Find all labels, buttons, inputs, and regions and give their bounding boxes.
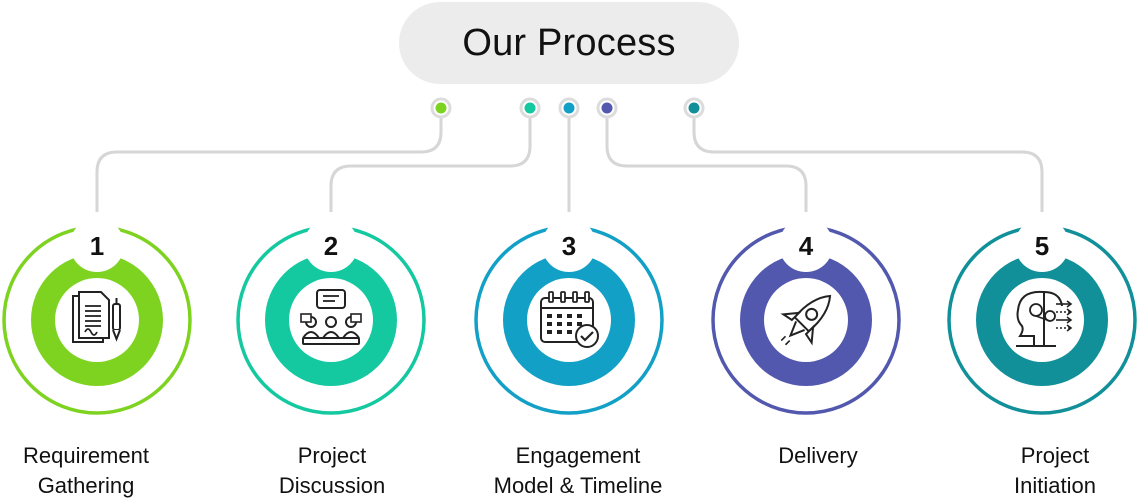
step-1-number-badge — [70, 218, 124, 272]
step-1-label-line-2: Gathering — [37, 473, 135, 498]
step-2-circle: 2 — [236, 218, 426, 415]
step-3-number: 3 — [562, 231, 576, 261]
step-3-label: Engagement Model & Timeline — [458, 441, 698, 501]
step-1-label: Requirement Gathering — [0, 441, 206, 501]
step-2-number: 2 — [324, 231, 338, 261]
calendar-check-icon — [540, 291, 599, 348]
step-2-label: Project Discussion — [212, 441, 452, 501]
step-5-label: Project Initiation — [935, 441, 1138, 501]
step-5-number: 5 — [1035, 231, 1049, 261]
step-1-circle: 1 — [2, 218, 192, 415]
title-pill: Our Process — [399, 2, 739, 84]
step-5-number-badge — [1015, 218, 1069, 272]
step-4-label: Delivery — [698, 441, 938, 471]
connector-dot-5 — [688, 102, 700, 114]
connector-line-4 — [605, 108, 808, 212]
step-2-label-line-2: Discussion — [278, 473, 386, 498]
connector-dot-3 — [563, 102, 575, 114]
document-pen-icon — [72, 291, 121, 343]
step-5-circle: 5 — [947, 218, 1137, 415]
idea-head-icon — [1016, 290, 1073, 347]
step-2-number-badge — [304, 218, 358, 272]
page-title: Our Process — [462, 21, 676, 64]
step-4-number: 4 — [799, 231, 814, 261]
step-4-circle: 4 — [711, 218, 901, 415]
step-5-label-line-1: Project — [1020, 443, 1090, 468]
connector-line-2 — [329, 108, 532, 212]
step-2-label-line-1: Project — [297, 443, 367, 468]
connector-line-5 — [692, 108, 1044, 212]
connector-dot-2 — [524, 102, 536, 114]
meeting-discussion-icon — [300, 289, 362, 345]
step-3-label-line-1: Engagement — [515, 443, 641, 468]
step-5-label-line-2: Initiation — [1014, 473, 1096, 498]
step-1-number: 1 — [90, 231, 104, 261]
step-3-circle: 3 — [474, 218, 664, 415]
step-3-number-badge — [542, 218, 596, 272]
connector-dot-4 — [601, 102, 613, 114]
step-3-label-line-2: Model & Timeline — [493, 473, 663, 498]
connector-line-1 — [95, 108, 443, 212]
step-4-label-line-1: Delivery — [778, 443, 858, 468]
step-4-number-badge — [779, 218, 833, 272]
step-1-label-line-1: Requirement — [23, 443, 149, 468]
rocket-icon — [780, 294, 832, 346]
connector-dot-1 — [435, 102, 447, 114]
